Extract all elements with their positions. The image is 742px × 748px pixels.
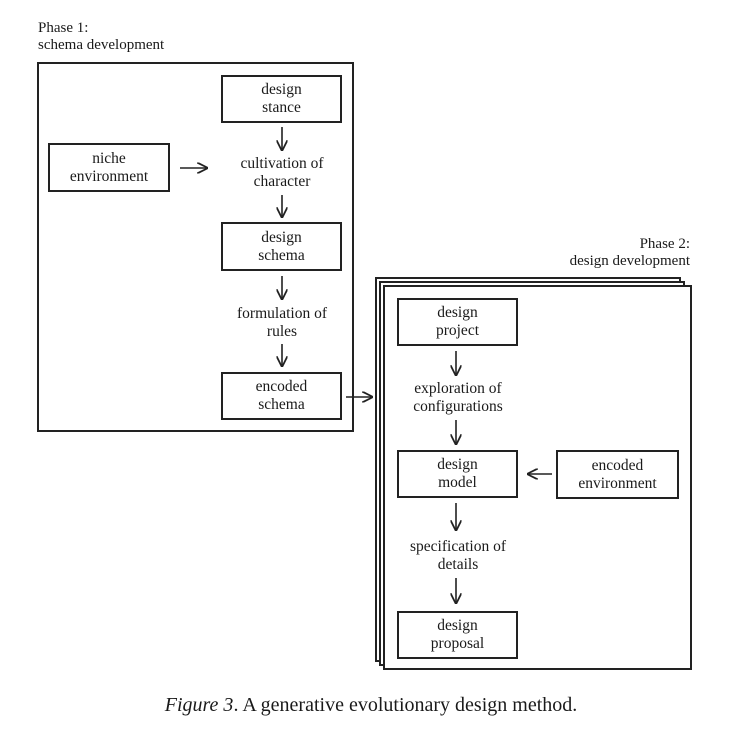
design-model-line2: model <box>438 474 477 491</box>
design-stance-line1: design <box>261 81 302 98</box>
design-model-box: design model <box>397 450 518 498</box>
specification-label: specification of details <box>392 538 524 574</box>
design-schema-line2: schema <box>258 246 305 264</box>
phase2-title: Phase 2: design development <box>520 236 690 270</box>
design-schema-line1: design <box>261 228 302 246</box>
niche-environment-box: niche environment <box>48 143 170 192</box>
design-stance-box: design stance <box>221 75 342 123</box>
cultivation-line1: cultivation of <box>240 155 324 172</box>
design-stance-line2: stance <box>262 99 301 116</box>
exploration-line1: exploration of <box>414 380 502 397</box>
niche-environment-line2: environment <box>69 167 149 185</box>
encoded-environment-box: encoded environment <box>556 450 679 499</box>
exploration-line2: configurations <box>413 398 503 415</box>
formulation-line2: rules <box>266 323 298 340</box>
encoded-environment-line2: environment <box>578 474 657 492</box>
design-project-line1: design <box>437 304 478 321</box>
design-model-line1: design <box>437 456 478 473</box>
formulation-line1: formulation of <box>237 305 327 322</box>
encoded-schema-line2: schema <box>258 396 305 413</box>
encoded-schema-box: encoded schema <box>221 372 342 420</box>
phase2-title-line2: design development <box>569 253 690 269</box>
formulation-label: formulation of rules <box>214 305 350 341</box>
exploration-label: exploration of configurations <box>392 380 524 416</box>
cultivation-label: cultivation of character <box>218 155 346 191</box>
design-proposal-box: design proposal <box>397 611 518 659</box>
niche-environment-line1: niche <box>92 149 126 167</box>
encoded-environment-line1: encoded <box>591 456 644 474</box>
encoded-schema-line1: encoded <box>255 378 308 395</box>
cultivation-line2: character <box>253 173 311 190</box>
design-proposal-line2: proposal <box>430 635 485 652</box>
phase1-title-line1: Phase 1: <box>38 20 89 36</box>
specification-line1: specification of <box>410 538 506 555</box>
caption-text: . A generative evolutionary design metho… <box>233 694 578 716</box>
caption-figure-number: Figure 3 <box>164 694 234 716</box>
design-proposal-line1: design <box>437 617 478 634</box>
phase1-title: Phase 1: schema development <box>38 20 164 54</box>
figure-caption: Figure 3. A generative evolutionary desi… <box>0 694 742 717</box>
design-schema-box: design schema <box>221 222 342 271</box>
phase1-title-line2: schema development <box>38 37 165 53</box>
specification-line2: details <box>437 556 479 573</box>
phase2-title-line1: Phase 2: <box>639 236 690 252</box>
design-project-box: design project <box>397 298 518 346</box>
design-project-line2: project <box>435 322 480 339</box>
